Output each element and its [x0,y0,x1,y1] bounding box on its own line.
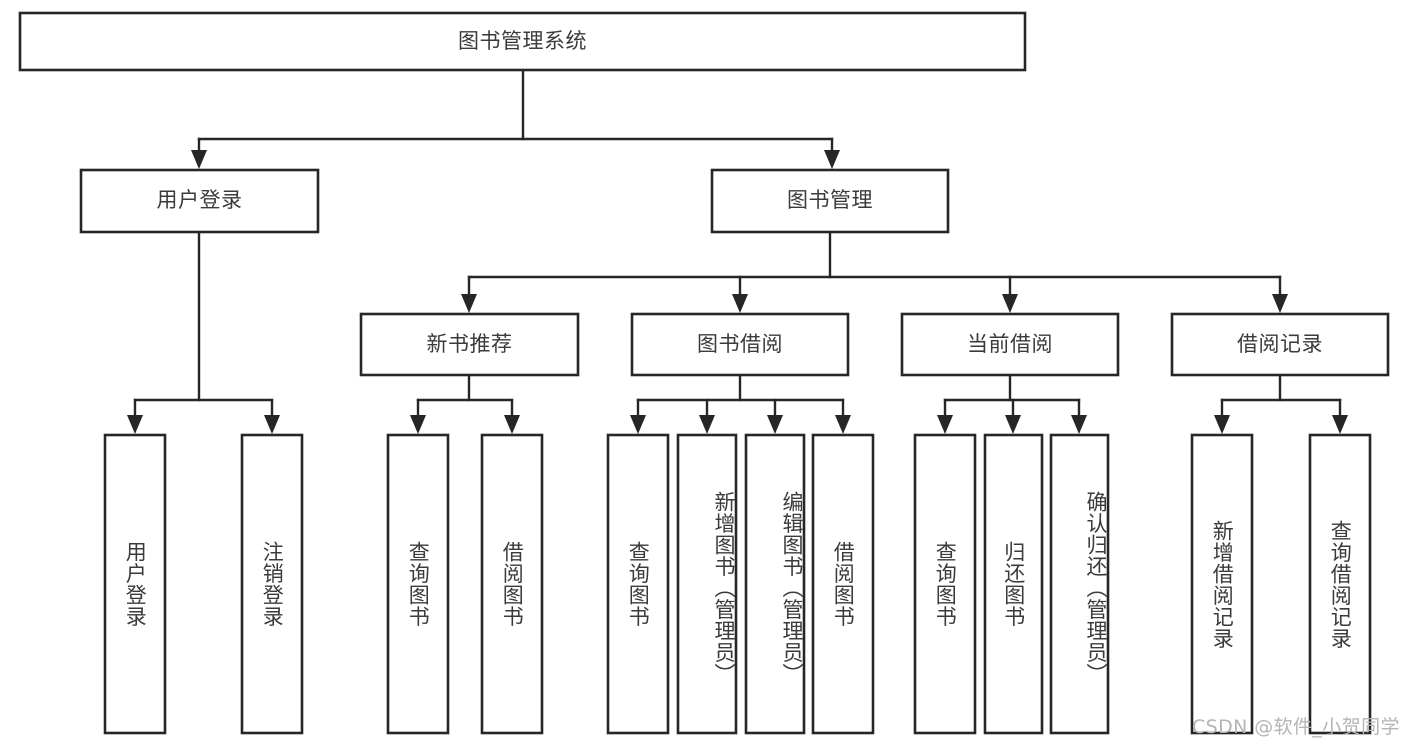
box-leaf-edit-book-admin [744,433,806,735]
box-leaf-query-borrow-record [1308,433,1372,735]
box-leaf-query-book-rec [386,433,450,735]
box-book-borrow [630,312,850,377]
box-new-book-recommend [359,312,580,377]
box-user-login [79,168,320,234]
connector-bookborrow-to-leaves [630,373,851,434]
connector-root-to-level2 [191,68,840,169]
box-leaf-user-login [103,433,167,735]
box-book-management [710,168,950,234]
box-leaf-borrow-book [811,433,875,735]
box-leaf-add-book-admin [676,433,738,735]
box-leaf-add-borrow-record [1190,433,1254,735]
connector-newbook-to-leaves [410,373,520,434]
node-boxes [18,11,1390,735]
connector-bookmgmt-to-level3 [461,230,1288,313]
box-current-borrow [900,312,1120,377]
box-leaf-borrow-book-rec [480,433,544,735]
box-leaf-logout [240,433,304,735]
watermark-text: CSDN @软件_小贺同学 [1192,716,1400,738]
box-leaf-query-book-current [913,433,977,735]
connector-userlogin-to-leaves [127,230,280,434]
connector-borrowrecord-to-leaves [1214,373,1348,434]
box-leaf-return-book [983,433,1044,735]
box-leaf-query-book-borrow [606,433,670,735]
box-borrow-record [1170,312,1390,377]
box-root [18,11,1027,72]
box-leaf-confirm-return [1049,433,1110,735]
connector-currentborrow-to-leaves [937,373,1087,434]
